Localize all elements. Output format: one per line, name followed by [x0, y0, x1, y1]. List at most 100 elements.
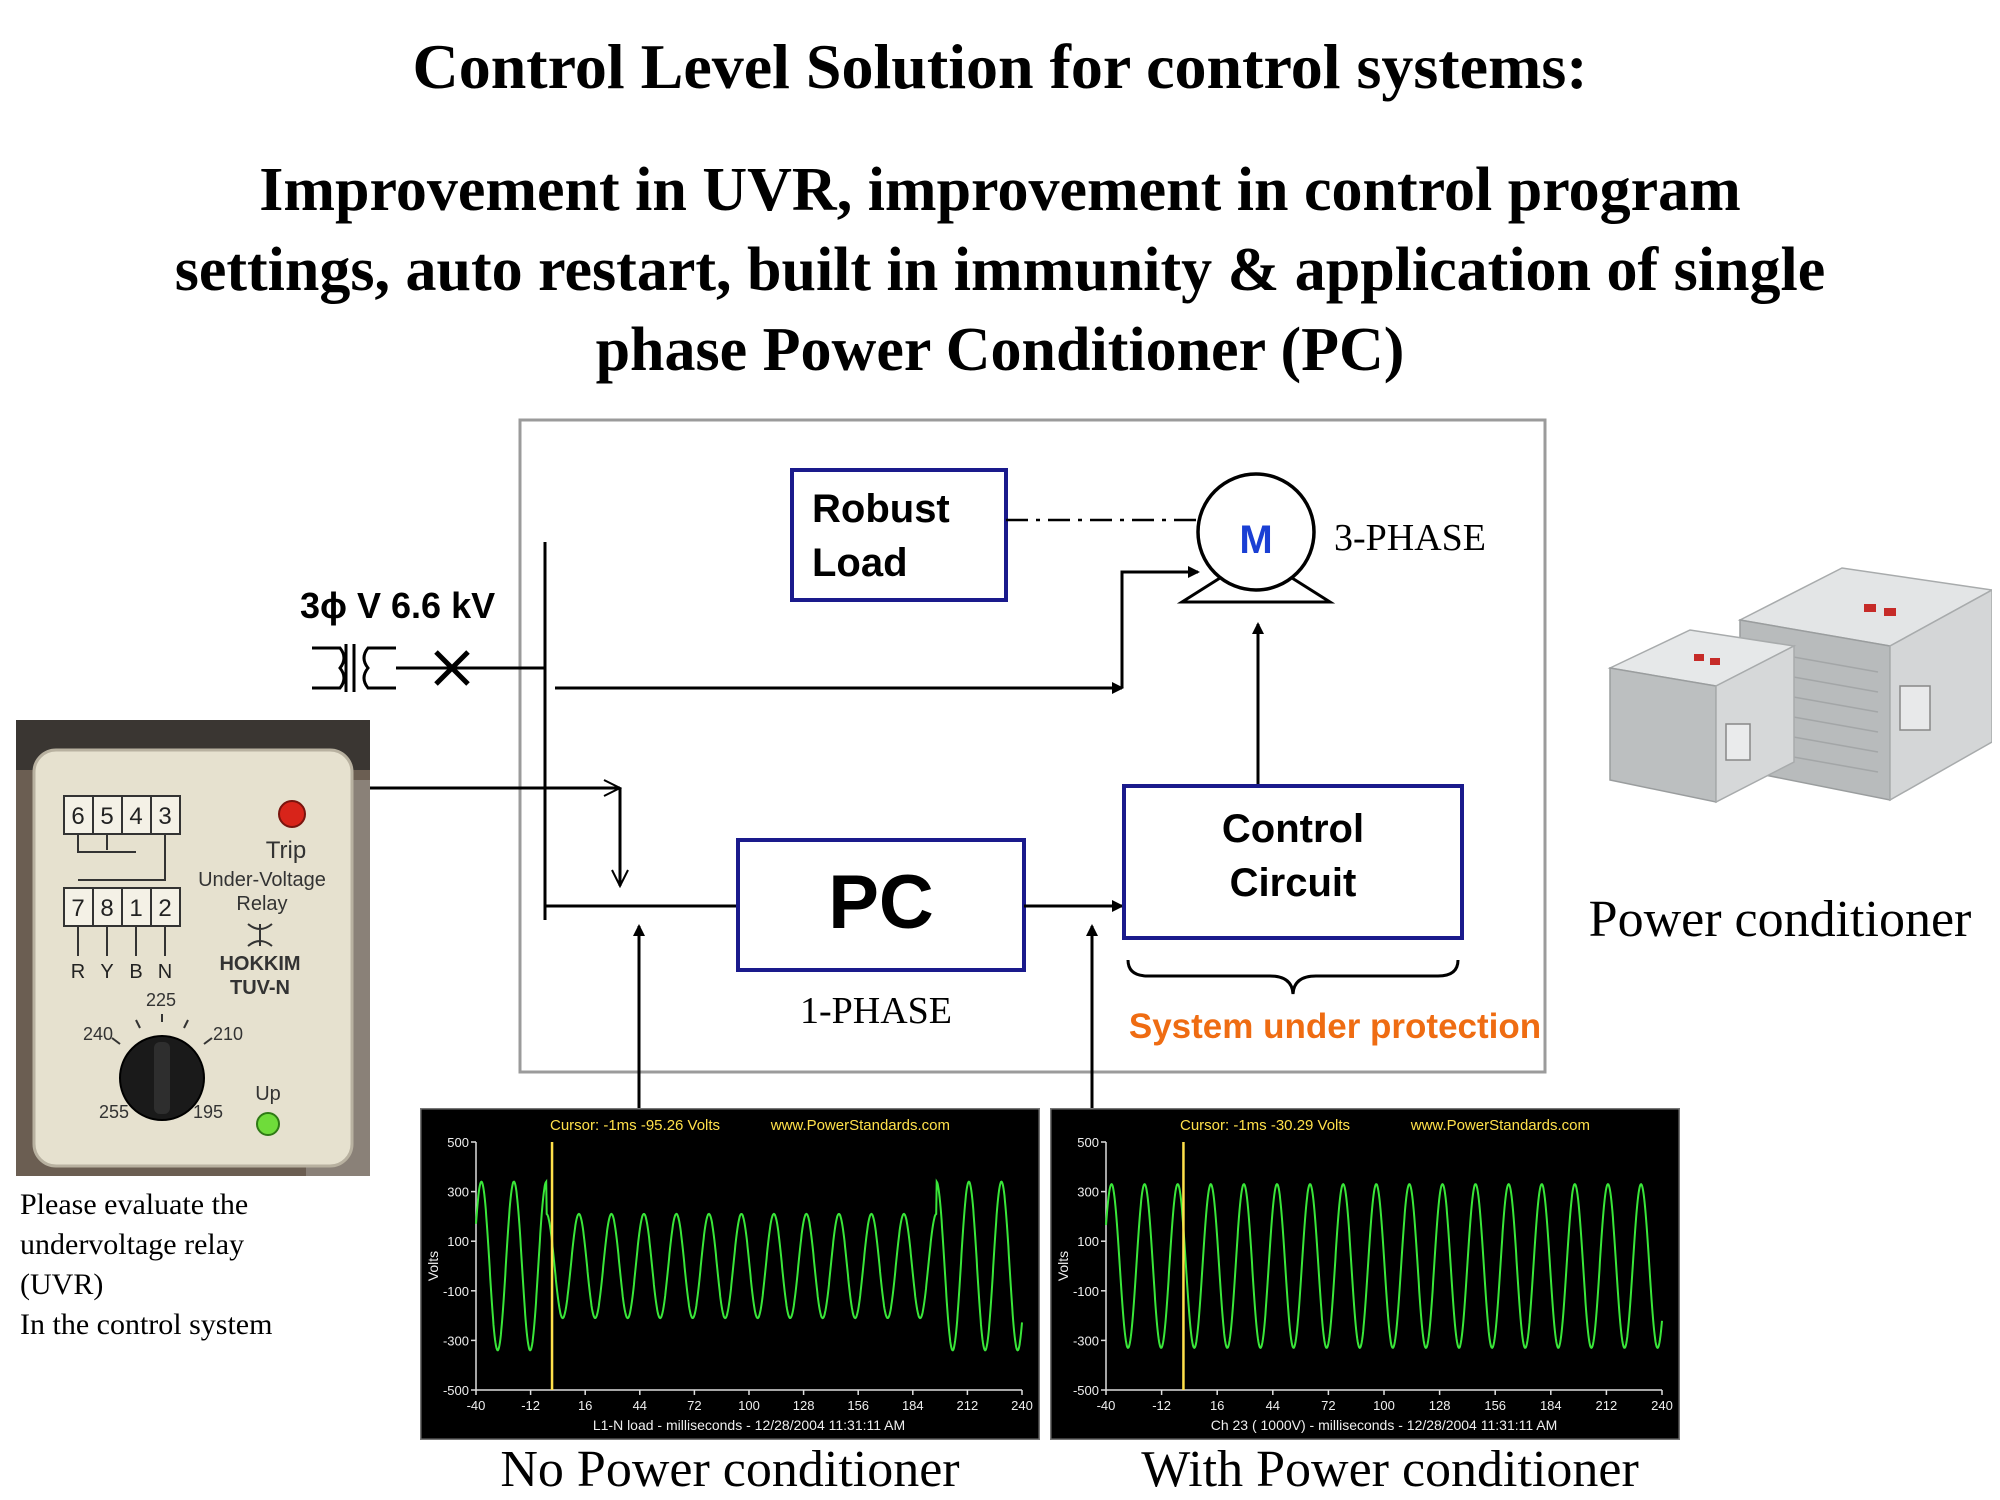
power-conditioner-caption: Power conditioner: [1588, 891, 1972, 948]
system-frame: [518, 418, 1547, 1074]
scope-waveform: [1105, 1182, 1663, 1350]
scope-y-tick-label: -100: [1073, 1284, 1099, 1299]
dial-210: 210: [213, 1024, 243, 1044]
scope-x-tick-label: 184: [1540, 1398, 1562, 1413]
brand-label: HOKKIM: [219, 953, 300, 975]
three-phase-label: 3-PHASE: [1334, 517, 1486, 559]
scope-x-tick-label: -12: [1152, 1398, 1171, 1413]
one-phase-label: 1-PHASE: [800, 990, 952, 1032]
trip-led-icon: [278, 800, 306, 828]
terminal-8: 8: [100, 895, 113, 922]
small-conditioner-unit: [1607, 629, 1797, 804]
terminal-5: 5: [100, 803, 113, 830]
subtitle-line-2: settings, auto restart, built in immunit…: [174, 236, 1826, 304]
scope-x-tick-label: 100: [738, 1398, 760, 1413]
scope-x-tick-label: -12: [521, 1398, 540, 1413]
phase-r-label: R: [71, 961, 85, 983]
dial-240: 240: [83, 1024, 113, 1044]
scope-x-tick-label: 72: [1321, 1398, 1335, 1413]
uvr-note-line-3: (UVR): [20, 1268, 104, 1301]
relay-name-line-2: Relay: [236, 893, 287, 915]
phase-b-label: B: [129, 961, 142, 983]
scope-site-label: www.PowerStandards.com: [770, 1117, 950, 1134]
robust-load-line-1: Robust: [812, 487, 950, 531]
scope-footer-label: Ch 23 ( 1000V) - milliseconds - 12/28/20…: [1211, 1417, 1558, 1433]
control-circuit-line-2: Circuit: [1230, 861, 1357, 905]
scope-x-tick-label: 212: [957, 1398, 979, 1413]
uvr-note-line-4: In the control system: [20, 1308, 273, 1341]
pc-label: PC: [828, 860, 934, 945]
scope-cursor-readout: Cursor: -1ms -95.26 Volts: [550, 1117, 720, 1134]
up-label: Up: [255, 1083, 281, 1105]
terminal-7: 7: [71, 895, 84, 922]
uvr-note-line-2: undervoltage relay: [20, 1228, 245, 1261]
scope-background: [1050, 1108, 1680, 1440]
scope-y-tick-label: 100: [1077, 1234, 1099, 1249]
scope-x-tick-label: 100: [1373, 1398, 1395, 1413]
system-under-protection-label: System under protection: [1129, 1007, 1541, 1046]
scope-cursor-readout: Cursor: -1ms -30.29 Volts: [1180, 1117, 1350, 1134]
scope-x-tick-label: 72: [687, 1398, 701, 1413]
scope-y-tick-label: -500: [443, 1383, 469, 1398]
scope-y-tick-label: -300: [443, 1333, 469, 1348]
scope-y-axis-label: Volts: [1055, 1251, 1071, 1281]
terminal-2: 2: [158, 895, 171, 922]
scope-x-tick-label: 156: [1484, 1398, 1506, 1413]
cert-label: TUV-N: [230, 977, 290, 999]
terminal-4: 4: [129, 803, 142, 830]
dial-225: 225: [146, 990, 176, 1010]
scope-y-tick-label: -300: [1073, 1333, 1099, 1348]
scope-y-tick-label: 300: [447, 1185, 469, 1200]
robust-load-box: [790, 468, 1008, 602]
terminal-3: 3: [158, 803, 171, 830]
scope-x-tick-label: -40: [467, 1398, 486, 1413]
scope-site-label: www.PowerStandards.com: [1410, 1117, 1590, 1134]
uvr-note: Please evaluate the undervoltage relay (…: [20, 1185, 400, 1345]
relay-name-line-1: Under-Voltage: [198, 869, 326, 891]
scope-y-tick-label: 500: [447, 1135, 469, 1150]
breaker-icon: [434, 650, 470, 686]
uvr-note-line-1: Please evaluate the: [20, 1188, 249, 1221]
scope-x-tick-label: 184: [902, 1398, 924, 1413]
scope-x-tick-label: 212: [1596, 1398, 1618, 1413]
transformer-symbol: [312, 644, 396, 692]
dial-195: 195: [193, 1102, 223, 1122]
phase-n-label: N: [158, 961, 172, 983]
scope-x-tick-label: 156: [847, 1398, 869, 1413]
scope-y-tick-label: -500: [1073, 1383, 1099, 1398]
terminal-1: 1: [129, 895, 142, 922]
up-led-icon: [256, 1112, 280, 1136]
phase-y-label: Y: [100, 961, 113, 983]
scope-y-tick-label: -100: [443, 1284, 469, 1299]
motor-label: M: [1239, 518, 1272, 562]
supply-voltage-label: 3ϕ V 6.6 kV: [300, 585, 495, 626]
large-conditioner-unit: [1737, 567, 1992, 802]
protection-brace: [1126, 959, 1460, 995]
terminal-6: 6: [71, 803, 84, 830]
scope-y-tick-label: 300: [1077, 1185, 1099, 1200]
motor-symbol: [1176, 472, 1336, 604]
scope-x-tick-label: 16: [1210, 1398, 1224, 1413]
with-pc-caption: With Power conditioner: [1141, 1441, 1639, 1498]
scope-y-tick-label: 100: [447, 1234, 469, 1249]
scope-x-tick-label: 16: [578, 1398, 592, 1413]
hokkim-logo-icon: [247, 923, 273, 947]
scope-with-pc: Cursor: -1ms -30.29 Volts www.PowerStanda…: [1050, 1108, 1680, 1440]
scope-no-pc: Cursor: -1ms -95.26 Volts www.PowerStanda…: [420, 1108, 1040, 1440]
scope-footer-label: L1-N load - milliseconds - 12/28/2004 11…: [593, 1417, 905, 1433]
scope-x-tick-label: 128: [793, 1398, 815, 1413]
dial-255: 255: [99, 1102, 129, 1122]
no-pc-caption: No Power conditioner: [500, 1441, 960, 1498]
scope-x-tick-label: 240: [1011, 1398, 1033, 1413]
uvr-relay-photo: 6 5 4 3 7 8 1 2 R Y B N Trip Under-Volta…: [16, 720, 370, 1176]
scope-x-tick-label: 128: [1429, 1398, 1451, 1413]
scope-x-tick-label: 240: [1651, 1398, 1673, 1413]
subtitle-line-3: phase Power Conditioner (PC): [595, 316, 1405, 384]
pc-box: [736, 838, 1026, 972]
scope-x-tick-label: 44: [633, 1398, 647, 1413]
scope-waveform: [475, 1178, 1023, 1352]
subtitle-line-1: Improvement in UVR, improvement in contr…: [259, 156, 1741, 224]
slide-title: Control Level Solution for control syste…: [412, 31, 1588, 102]
control-circuit-line-1: Control: [1222, 807, 1364, 851]
